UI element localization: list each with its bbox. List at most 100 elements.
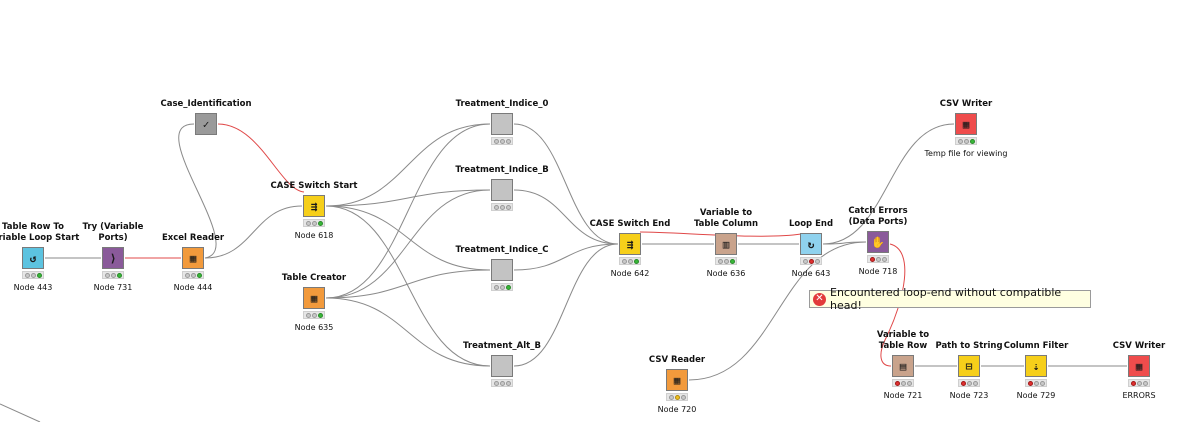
connection-n618-tb[interactable] <box>325 189 491 207</box>
connection-n635-tc[interactable] <box>325 269 491 299</box>
node-n729[interactable]: ⇣ <box>1025 355 1047 377</box>
node-status-traffic-light <box>303 219 325 227</box>
node-label: Node 723 <box>949 391 989 400</box>
node-csvw2[interactable]: ▦ <box>1128 355 1150 377</box>
node-n636[interactable]: ▥ <box>715 233 737 255</box>
node-status-traffic-light <box>867 255 889 263</box>
connection-talt-n642[interactable] <box>513 243 619 367</box>
node-n643[interactable]: ↻ <box>800 233 822 255</box>
status-dot-icon <box>493 204 499 210</box>
connection-n635-tb[interactable] <box>325 189 491 299</box>
node-title: Case_Identification <box>160 99 252 109</box>
connection-n618-talt[interactable] <box>325 205 491 367</box>
case-switch-end-icon: ⇶ <box>626 237 634 251</box>
connection-n444-caseid[interactable] <box>178 123 217 259</box>
connection-n635-talt[interactable] <box>325 297 491 367</box>
status-dot-icon <box>493 380 499 386</box>
node-label: Node 718 <box>858 267 898 276</box>
status-dot-icon <box>499 138 505 144</box>
node-n642[interactable]: ⇶ <box>619 233 641 255</box>
status-dot-icon <box>311 220 317 226</box>
node-title: Treatment_Alt_B <box>463 341 541 351</box>
status-dot-icon <box>110 272 116 278</box>
node-n718[interactable]: ✋ <box>867 231 889 253</box>
error-tooltip-text: Encountered loop-end without compatible … <box>830 286 1062 312</box>
catch-errors-icon: ✋ <box>871 235 885 249</box>
status-dot-icon <box>674 394 680 400</box>
status-dot-icon <box>305 220 311 226</box>
loop-start-icon: ↺ <box>29 251 37 265</box>
node-label: Node 643 <box>791 269 831 278</box>
node-t0[interactable] <box>491 113 513 135</box>
node-n635[interactable]: ▦ <box>303 287 325 309</box>
node-title: CSV Reader <box>648 355 706 365</box>
connection-offscreen[interactable] <box>0 403 41 422</box>
node-status-traffic-light <box>102 271 124 279</box>
connection-tb-n642[interactable] <box>513 189 619 245</box>
connection-t0-n642[interactable] <box>513 123 619 245</box>
node-status-traffic-light <box>491 137 513 145</box>
status-dot-icon <box>1039 380 1045 386</box>
node-status-traffic-light <box>955 137 977 145</box>
node-label: Node 642 <box>610 269 650 278</box>
node-status-traffic-light <box>182 271 204 279</box>
status-dot-icon <box>30 272 36 278</box>
node-status-traffic-light <box>22 271 44 279</box>
node-title: Path to String <box>935 341 1003 351</box>
node-n731[interactable]: ⟩ <box>102 247 124 269</box>
node-title: Variable to Table Row <box>876 330 930 351</box>
node-status-traffic-light <box>715 257 737 265</box>
node-tb[interactable] <box>491 179 513 201</box>
status-dot-icon <box>723 258 729 264</box>
node-talt[interactable] <box>491 355 513 377</box>
connection-n635-t0[interactable] <box>325 123 491 299</box>
try-icon: ⟩ <box>109 251 117 265</box>
connection-n444-n618[interactable] <box>204 205 303 259</box>
connection-tc-n642[interactable] <box>513 243 619 271</box>
status-dot-icon <box>960 380 966 386</box>
node-n721[interactable]: ▤ <box>892 355 914 377</box>
csv-reader-icon: ▦ <box>673 373 681 387</box>
connection-n643-csvw1[interactable] <box>822 123 955 245</box>
status-dot-icon <box>505 138 511 144</box>
status-dot-icon <box>900 380 906 386</box>
status-dot-icon <box>1142 380 1148 386</box>
node-tc[interactable] <box>491 259 513 281</box>
node-n723[interactable]: ⊟ <box>958 355 980 377</box>
status-dot-icon <box>972 380 978 386</box>
node-title: Catch Errors (Data Ports) <box>848 206 908 227</box>
connection-n618-t0[interactable] <box>325 123 491 207</box>
status-dot-icon <box>802 258 808 264</box>
connection-n618-tc[interactable] <box>325 205 491 271</box>
node-label: ERRORS <box>1122 391 1156 400</box>
csv-writer-icon: ▦ <box>1135 359 1143 373</box>
status-dot-icon <box>505 284 511 290</box>
node-status-traffic-light <box>1025 379 1047 387</box>
node-csvw1[interactable]: ▦ <box>955 113 977 135</box>
loop-end-icon: ↻ <box>807 237 815 251</box>
flow-n718-n721[interactable] <box>880 243 906 367</box>
status-dot-icon <box>493 284 499 290</box>
node-n618[interactable]: ⇶ <box>303 195 325 217</box>
status-dot-icon <box>104 272 110 278</box>
case-switch-start-icon: ⇶ <box>310 199 318 213</box>
csv-writer-icon: ▦ <box>962 117 970 131</box>
flow-caseid-n618[interactable] <box>217 123 305 193</box>
node-label: Node 729 <box>1016 391 1056 400</box>
node-label: Node 635 <box>294 323 334 332</box>
node-n443[interactable]: ↺ <box>22 247 44 269</box>
node-status-traffic-light <box>491 379 513 387</box>
status-dot-icon <box>505 204 511 210</box>
node-n720[interactable]: ▦ <box>666 369 688 391</box>
node-n444[interactable]: ▦ <box>182 247 204 269</box>
column-filter-icon: ⇣ <box>1032 359 1040 373</box>
status-dot-icon <box>808 258 814 264</box>
node-case_id[interactable]: ✓ <box>195 113 217 135</box>
status-dot-icon <box>627 258 633 264</box>
connection-n720-n718[interactable] <box>688 241 867 381</box>
node-status-traffic-light <box>303 311 325 319</box>
status-dot-icon <box>729 258 735 264</box>
node-title: Loop End <box>788 219 834 229</box>
node-title: CSV Writer <box>1112 341 1166 351</box>
